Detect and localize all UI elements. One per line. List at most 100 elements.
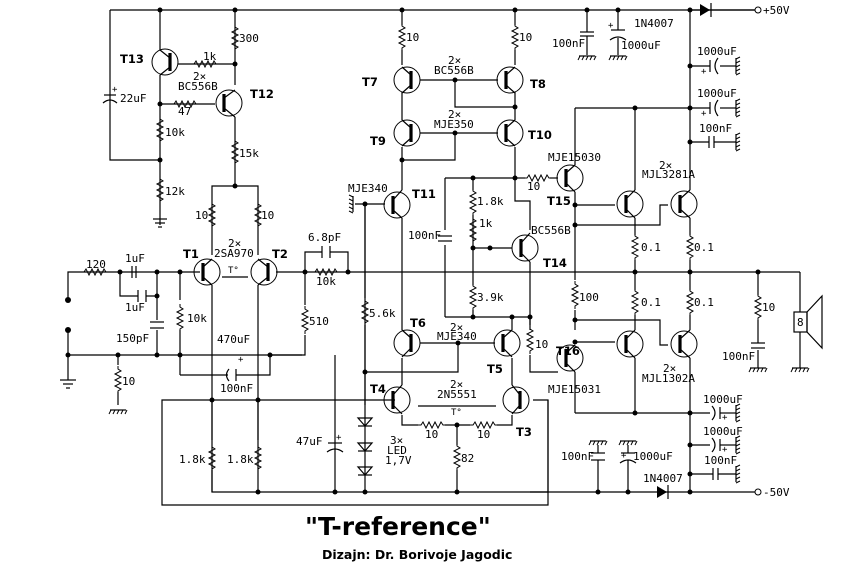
label-pair-out-neg-count: 2× xyxy=(663,362,676,375)
label-pair-t9-t10-count: 2× xyxy=(448,108,461,121)
grounds xyxy=(60,55,810,484)
svg-text:+: + xyxy=(112,85,118,95)
transistor-t9 xyxy=(393,119,421,147)
value-r10-t15: 10 xyxy=(527,180,540,193)
value-r10-t8: 10 xyxy=(519,31,532,44)
label-leds-type: LED xyxy=(387,444,407,457)
value-c1000u-bot: 1000uF xyxy=(633,450,673,463)
value-cp1: 1000uF xyxy=(697,45,737,58)
transistor-t2 xyxy=(250,258,278,286)
junction-dots xyxy=(65,7,761,495)
value-c100n-vbe: 100nF xyxy=(408,229,441,242)
label-t15-part: MJE15030 xyxy=(548,151,601,164)
transistor-t3 xyxy=(502,384,530,415)
diode-pos xyxy=(700,3,712,17)
svg-text:+: + xyxy=(238,355,244,365)
value-r100: 100 xyxy=(579,291,599,304)
label-t11: T11 xyxy=(412,187,436,201)
value-c100n-fb: 100nF xyxy=(220,382,253,395)
label-diode-neg: 1N4007 xyxy=(643,472,683,485)
label-pair-t3-t4-count: 2× xyxy=(450,378,463,391)
label-pair-t1-t2-part: 2SA970 xyxy=(214,247,254,260)
negative-supply-terminal xyxy=(754,488,762,496)
capacitors: + + + + + + + + + xyxy=(102,21,765,480)
svg-text:+: + xyxy=(722,413,728,423)
value-c22u: 22uF xyxy=(120,92,147,105)
label-t14-part: BC556B xyxy=(531,224,571,237)
value-r10-e4: 10 xyxy=(425,428,438,441)
label-pair-t9-t10-part: MJE350 xyxy=(434,118,474,131)
value-c6p8: 6.8pF xyxy=(308,231,341,244)
transistor-t4 xyxy=(383,384,411,415)
input-terminal xyxy=(65,297,71,303)
value-r82: 82 xyxy=(461,452,474,465)
page-title: "T-reference" xyxy=(305,512,491,541)
value-r3k9: 3.9k xyxy=(477,291,504,304)
label-pair-out-pos-count: 2× xyxy=(659,159,672,172)
svg-text:+: + xyxy=(701,67,707,77)
transistor-labels: T13 T12 T1 T2 T7 T8 T9 T10 T11 T14 T15 T… xyxy=(120,52,580,439)
value-zobel-r: 10 xyxy=(762,301,775,314)
value-re-c: 0.1 xyxy=(641,296,661,309)
value-labels: 300 1k 47 10k 15k 12k 22uF 10 10 120 1uF… xyxy=(86,31,804,467)
transistor-t10 xyxy=(496,119,524,147)
value-pot-1k: 1k xyxy=(479,217,493,230)
transistor-t1 xyxy=(193,258,221,286)
value-r10-e3: 10 xyxy=(477,428,490,441)
label-t4: T4 xyxy=(370,382,386,396)
label-t8: T8 xyxy=(530,77,546,91)
value-r10-gnd: 10 xyxy=(122,375,135,388)
label-t12: T12 xyxy=(250,87,274,101)
value-re-b: 0.1 xyxy=(694,241,714,254)
label-t11-part: MJE340 xyxy=(348,182,388,195)
label-t13: T13 xyxy=(120,52,144,66)
label-t6: T6 xyxy=(410,316,426,330)
svg-text:+: + xyxy=(722,445,728,455)
value-cn1: 1000uF xyxy=(703,393,743,406)
transistor-t15 xyxy=(556,164,584,193)
transistor-out-pos-2 xyxy=(670,189,698,219)
led-string xyxy=(356,417,374,476)
transistor-t11 xyxy=(383,189,411,219)
label-pair-out-pos-part: MJL3281A xyxy=(642,168,695,181)
transistor-t5 xyxy=(493,329,521,358)
transistors xyxy=(151,48,698,415)
label-thermal-t3-t4: T° xyxy=(451,408,462,418)
value-r10k-in: 10k xyxy=(187,312,207,325)
label-pair-t5-t6-count: 2× xyxy=(450,321,463,334)
label-pair-t5-t6-part: MJE340 xyxy=(437,330,477,343)
value-r10-t1: 10 xyxy=(195,209,208,222)
value-c1u-a: 1uF xyxy=(125,252,145,265)
label-t5: T5 xyxy=(487,362,503,376)
thermal-coupling-arrows xyxy=(222,276,496,407)
label-pair-t12-t13-part: BC556B xyxy=(178,80,218,93)
transistor-t7 xyxy=(393,66,421,94)
transistor-out-pos-1 xyxy=(616,189,644,219)
value-c47u: 47uF xyxy=(296,435,323,448)
label-t2: T2 xyxy=(272,247,288,261)
label-supply-positive: +50V xyxy=(763,4,790,17)
label-thermal-t1-t2: T° xyxy=(228,266,239,276)
svg-text:+: + xyxy=(701,109,707,119)
value-r1k8-a: 1.8k xyxy=(179,453,206,466)
value-cn2: 1000uF xyxy=(703,425,743,438)
value-c100n-bot: 100nF xyxy=(561,450,594,463)
label-pair-t3-t4-part: 2N5551 xyxy=(437,388,477,401)
label-leds-voltage: 1,7V xyxy=(385,454,412,467)
value-re-d: 0.1 xyxy=(694,296,714,309)
label-t10: T10 xyxy=(528,128,552,142)
value-r300: 300 xyxy=(239,32,259,45)
label-pair-out-neg-part: MJL1302A xyxy=(642,372,695,385)
label-t15: T15 xyxy=(547,194,571,208)
value-r15k: 15k xyxy=(239,147,259,160)
label-pair-t1-t2-count: 2× xyxy=(228,237,241,250)
value-c470u: 470uF xyxy=(217,333,250,346)
input-ground-terminal xyxy=(65,327,71,333)
value-r5k6: 5.6k xyxy=(369,307,396,320)
value-r10k-fb: 10k xyxy=(316,275,336,288)
label-t3: T3 xyxy=(516,425,532,439)
label-t16: T16 xyxy=(556,344,580,358)
value-r1k8-vbe: 1.8k xyxy=(477,195,504,208)
label-pair-t7-t8-part: BC556B xyxy=(434,64,474,77)
value-re-a: 0.1 xyxy=(641,241,661,254)
